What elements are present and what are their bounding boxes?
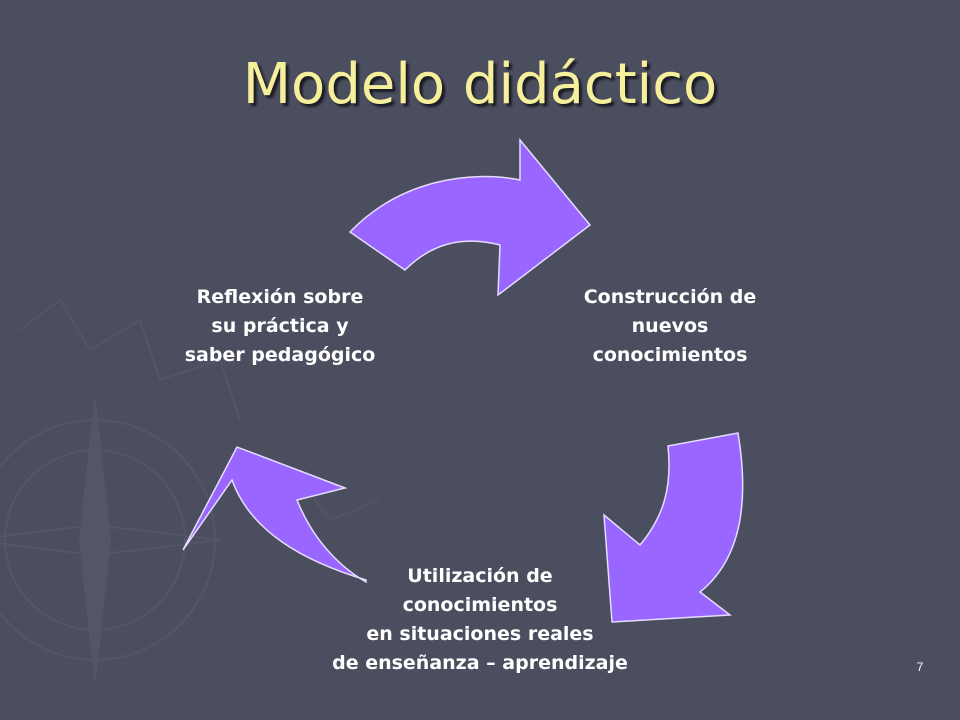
node-label-line: Utilización de bbox=[407, 565, 553, 587]
cycle-node-construccion: Construcción de nuevos conocimientos bbox=[540, 283, 800, 370]
node-label-line: nuevos bbox=[631, 315, 709, 337]
cycle-arrow-left bbox=[182, 446, 367, 584]
page-number: 7 bbox=[916, 660, 924, 674]
node-label-line: saber pedagógico bbox=[184, 344, 376, 366]
node-label-line: en situaciones reales bbox=[366, 623, 594, 645]
node-label-line: conocimientos bbox=[592, 344, 748, 366]
cycle-arrow-right bbox=[603, 432, 744, 623]
cycle-node-reflexion: Reflexión sobre su práctica y saber peda… bbox=[150, 283, 410, 370]
node-label-line: Construcción de bbox=[583, 286, 757, 308]
node-label-line: Reflexión sobre bbox=[196, 286, 364, 308]
compass-rose-watermark bbox=[0, 298, 381, 681]
node-label-line: su práctica y bbox=[211, 315, 349, 337]
slide-title: Modelo didáctico bbox=[242, 52, 718, 117]
node-label-line: de enseñanza – aprendizaje bbox=[332, 652, 628, 674]
cycle-arrow-top bbox=[348, 137, 592, 297]
cycle-node-utilizacion: Utilización de conocimientos en situacio… bbox=[280, 562, 680, 678]
node-label-line: conocimientos bbox=[402, 594, 558, 616]
